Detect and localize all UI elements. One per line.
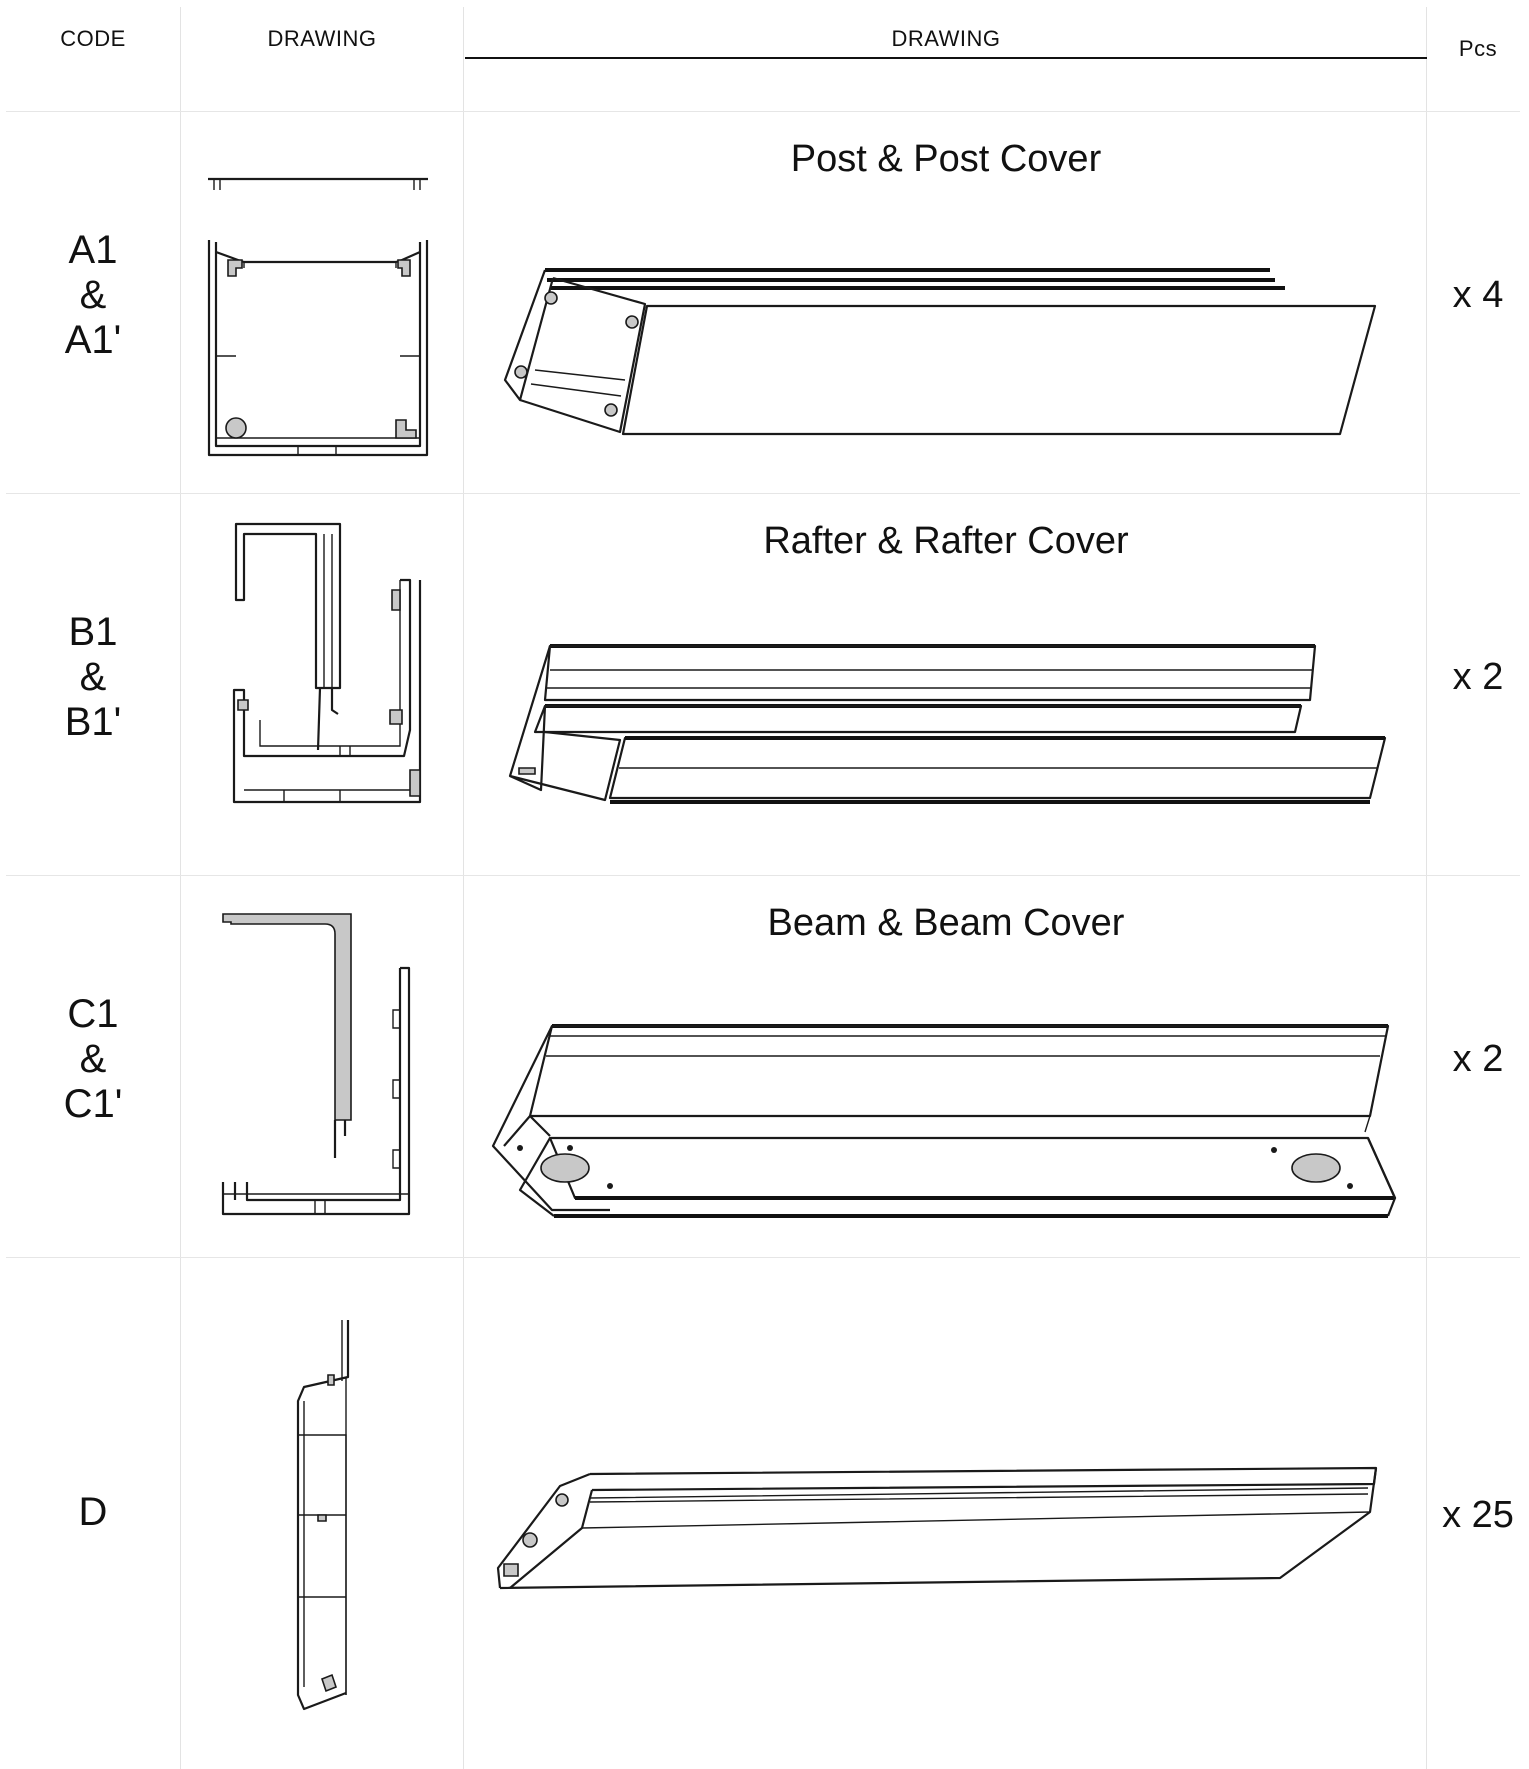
row-quantity: x 25 <box>1442 1494 1514 1536</box>
code-line: & <box>79 1037 107 1081</box>
code-line: C1' <box>63 1082 123 1126</box>
header-drawing-isometric: DRAWING <box>891 26 1001 51</box>
slat-profile-icon <box>296 1320 350 1711</box>
row-code: D <box>6 1490 180 1535</box>
row-divider <box>6 1257 1520 1258</box>
row-code: B1 & B1' <box>6 610 180 745</box>
row-divider <box>6 875 1520 876</box>
row-code: A1 & A1' <box>6 228 180 363</box>
beam-isometric-icon <box>491 1024 1397 1218</box>
row-divider <box>6 111 1520 112</box>
post-profile-icon <box>207 177 429 457</box>
row-title: Beam & Beam Cover <box>767 902 1125 944</box>
row-quantity: x 2 <box>1452 1038 1504 1080</box>
header-underline <box>465 57 1427 59</box>
rafter-isometric-icon <box>508 644 1387 804</box>
beam-profile-icon <box>221 913 411 1216</box>
slat-isometric-icon <box>496 1466 1378 1590</box>
rafter-profile-icon <box>232 522 422 804</box>
code-line: A1' <box>64 318 122 362</box>
row-quantity: x 4 <box>1452 274 1504 316</box>
column-divider <box>463 7 464 1769</box>
column-divider <box>180 7 181 1769</box>
post-isometric-icon <box>503 268 1377 436</box>
header-drawing-profile: DRAWING <box>267 26 377 51</box>
code-line: A1 <box>68 228 118 272</box>
row-quantity: x 2 <box>1452 656 1504 698</box>
row-title: Post & Post Cover <box>790 138 1102 180</box>
code-line: B1' <box>64 700 122 744</box>
code-line: C1 <box>67 992 119 1036</box>
row-title: Rafter & Rafter Cover <box>763 520 1129 562</box>
row-divider <box>6 493 1520 494</box>
code-line: & <box>79 273 107 317</box>
code-line: D <box>78 1490 108 1534</box>
row-code: C1 & C1' <box>6 992 180 1127</box>
code-line: & <box>79 655 107 699</box>
header-code: CODE <box>60 26 126 51</box>
code-line: B1 <box>68 610 118 654</box>
column-divider <box>1426 7 1427 1769</box>
header-pcs: Pcs <box>1458 36 1498 61</box>
